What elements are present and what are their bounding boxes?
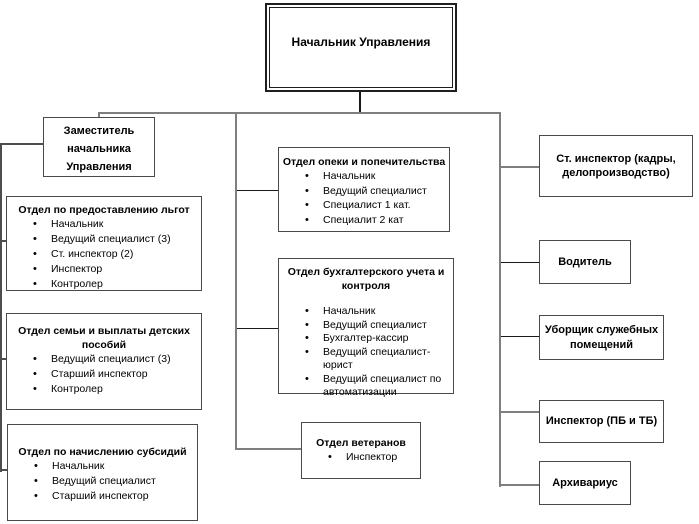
dept-position-item: Ведущий специалист по автоматизации (279, 373, 453, 400)
dept-position-item: Контролер (7, 382, 201, 397)
dept-position-item: Начальник (279, 305, 453, 319)
connector-stub-senior-inspector (501, 166, 539, 168)
node-inner-border: Начальник Управления (269, 7, 453, 88)
node-deputy-head: Заместитель начальника Управления (43, 117, 155, 177)
dept-position-item: Ст. инспектор (2) (7, 247, 201, 262)
node-label: Начальник Управления (291, 34, 431, 49)
node-dept-accounting-control: Отдел бухгалтерского учета и контроля На… (278, 258, 454, 398)
dept-position-item: Ведущий специалист (3) (7, 232, 201, 247)
dept-position-list: НачальникВедущий специалистСпециалист 1 … (279, 169, 449, 227)
dept-position-item: Ведущий специалист (279, 319, 453, 333)
connector-stub-inspector-safety (501, 411, 539, 413)
dept-position-item: Ведущий специалист (279, 184, 449, 199)
node-senior-inspector-hr: Ст. инспектор (кадры, делопроизводство) (539, 135, 693, 197)
connector-right-spine (499, 112, 501, 487)
connector-stub-subsidies (2, 469, 8, 471)
node-archivist: Архивариус (539, 461, 631, 505)
node-driver: Водитель (539, 240, 631, 284)
connector-deputy-rise (98, 112, 100, 118)
dept-position-list: НачальникВедущий специалистБухгалтер-кас… (279, 305, 453, 400)
node-dept-subsidies: Отдел по начислению субсидий НачальникВе… (7, 424, 198, 521)
connector-main-horizontal (98, 112, 501, 114)
node-label: Ст. инспектор (кадры, делопроизводство) (556, 152, 676, 180)
dept-title: Отдел семьи и выплаты детских пособий (18, 325, 190, 351)
dept-position-item: Старший инспектор (8, 489, 197, 504)
dept-position-list: Ведущий специалист (3)Старший инспекторК… (7, 352, 201, 397)
dept-position-item: Начальник (7, 217, 201, 232)
connector-stub-accounting (237, 328, 279, 329)
dept-position-item: Ведущий специалист- юрист (279, 346, 453, 373)
connector-stub-family (2, 358, 7, 360)
dept-title: Отдел опеки и попечительства (282, 156, 446, 168)
node-head-of-administration: Начальник Управления (265, 3, 457, 92)
dept-title: Отдел по начислению субсидий (18, 446, 187, 458)
connector-head-drop (359, 92, 361, 113)
node-label: Заместитель начальника Управления (63, 125, 135, 173)
node-label: Архивариус (552, 476, 618, 489)
connector-stub-veterans (237, 448, 301, 450)
node-dept-family-child-allowances: Отдел семьи и выплаты детских пособий Ве… (6, 313, 202, 410)
node-dept-veterans: Отдел ветеранов Инспектор (301, 422, 421, 479)
connector-stub-driver (501, 262, 539, 263)
dept-position-item: Старший инспектор (7, 367, 201, 382)
node-dept-benefits: Отдел по предоставлению льгот НачальникВ… (6, 196, 202, 292)
node-dept-guardianship: Отдел опеки и попечительства НачальникВе… (278, 147, 450, 232)
dept-position-list: Инспектор (302, 450, 420, 465)
node-label: Уборщик служебных помещений (544, 324, 659, 351)
dept-position-list: НачальникВедущий специалистСтарший инспе… (8, 459, 197, 504)
dept-title: Отдел по предоставлению льгот (18, 204, 190, 216)
dept-position-item: Специалит 2 кат (279, 213, 449, 228)
connector-stub-benefits (2, 240, 7, 242)
dept-position-item: Специалист 1 кат. (279, 198, 449, 213)
connector-stub-deputy (2, 143, 43, 145)
dept-position-item: Начальник (279, 169, 449, 184)
connector-stub-guardianship (237, 190, 279, 191)
dept-position-item: Инспектор (7, 262, 201, 277)
dept-position-list: НачальникВедущий специалист (3)Ст. инспе… (7, 217, 201, 292)
dept-position-item: Контролер (7, 277, 201, 292)
node-inspector-fire-safety: Инспектор (ПБ и ТБ) (539, 400, 664, 443)
connector-stub-archivist (501, 484, 539, 486)
dept-title: Отдел ветеранов (316, 437, 406, 450)
node-label: Водитель (558, 255, 612, 268)
node-label: Инспектор (ПБ и ТБ) (545, 415, 658, 428)
dept-position-item: Ведущий специалист (8, 474, 197, 489)
connector-stub-cleaner (501, 336, 539, 337)
dept-position-item: Инспектор (302, 450, 420, 465)
node-cleaner: Уборщик служебных помещений (539, 315, 664, 360)
connector-middle-spine (235, 112, 237, 450)
dept-position-item: Бухгалтер-кассир (279, 332, 453, 346)
connector-left-spine (0, 143, 2, 472)
dept-title: Отдел бухгалтерского учета и контроля (287, 266, 445, 292)
dept-position-item: Начальник (8, 459, 197, 474)
dept-position-item: Ведущий специалист (3) (7, 352, 201, 367)
